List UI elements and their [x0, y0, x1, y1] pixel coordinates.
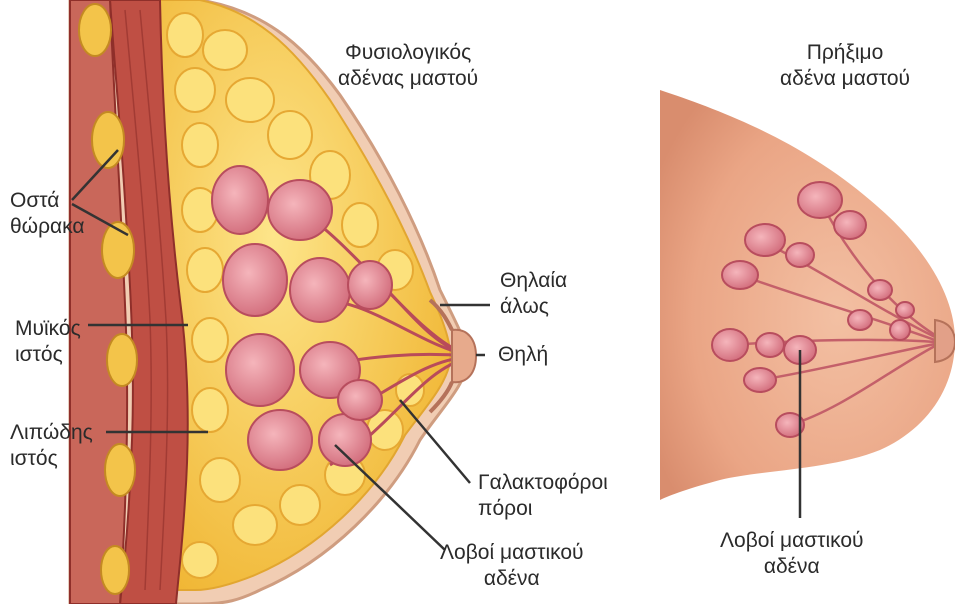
- label-lobes-left: Λοβοί μαστικού αδένα: [440, 540, 584, 592]
- swollen-breast-title: Πρήξιμο αδένα μαστού: [780, 40, 910, 92]
- label-fat: Λιπώδης ιστός: [10, 420, 93, 472]
- label-muscle: Μυϊκός ιστός: [15, 316, 81, 368]
- normal-breast-title: Φυσιολογικός αδένας μαστού: [338, 40, 478, 92]
- label-nipple: Θηλή: [498, 342, 548, 368]
- nipple: [452, 330, 476, 382]
- label-lobes-right: Λοβοί μαστικού αδένα: [720, 528, 864, 580]
- label-ducts: Γαλακτοφόροι πόροι: [478, 470, 608, 522]
- label-areola: Θηλαία άλως: [500, 268, 567, 320]
- label-ribs: Οστά θώρακα: [10, 188, 85, 240]
